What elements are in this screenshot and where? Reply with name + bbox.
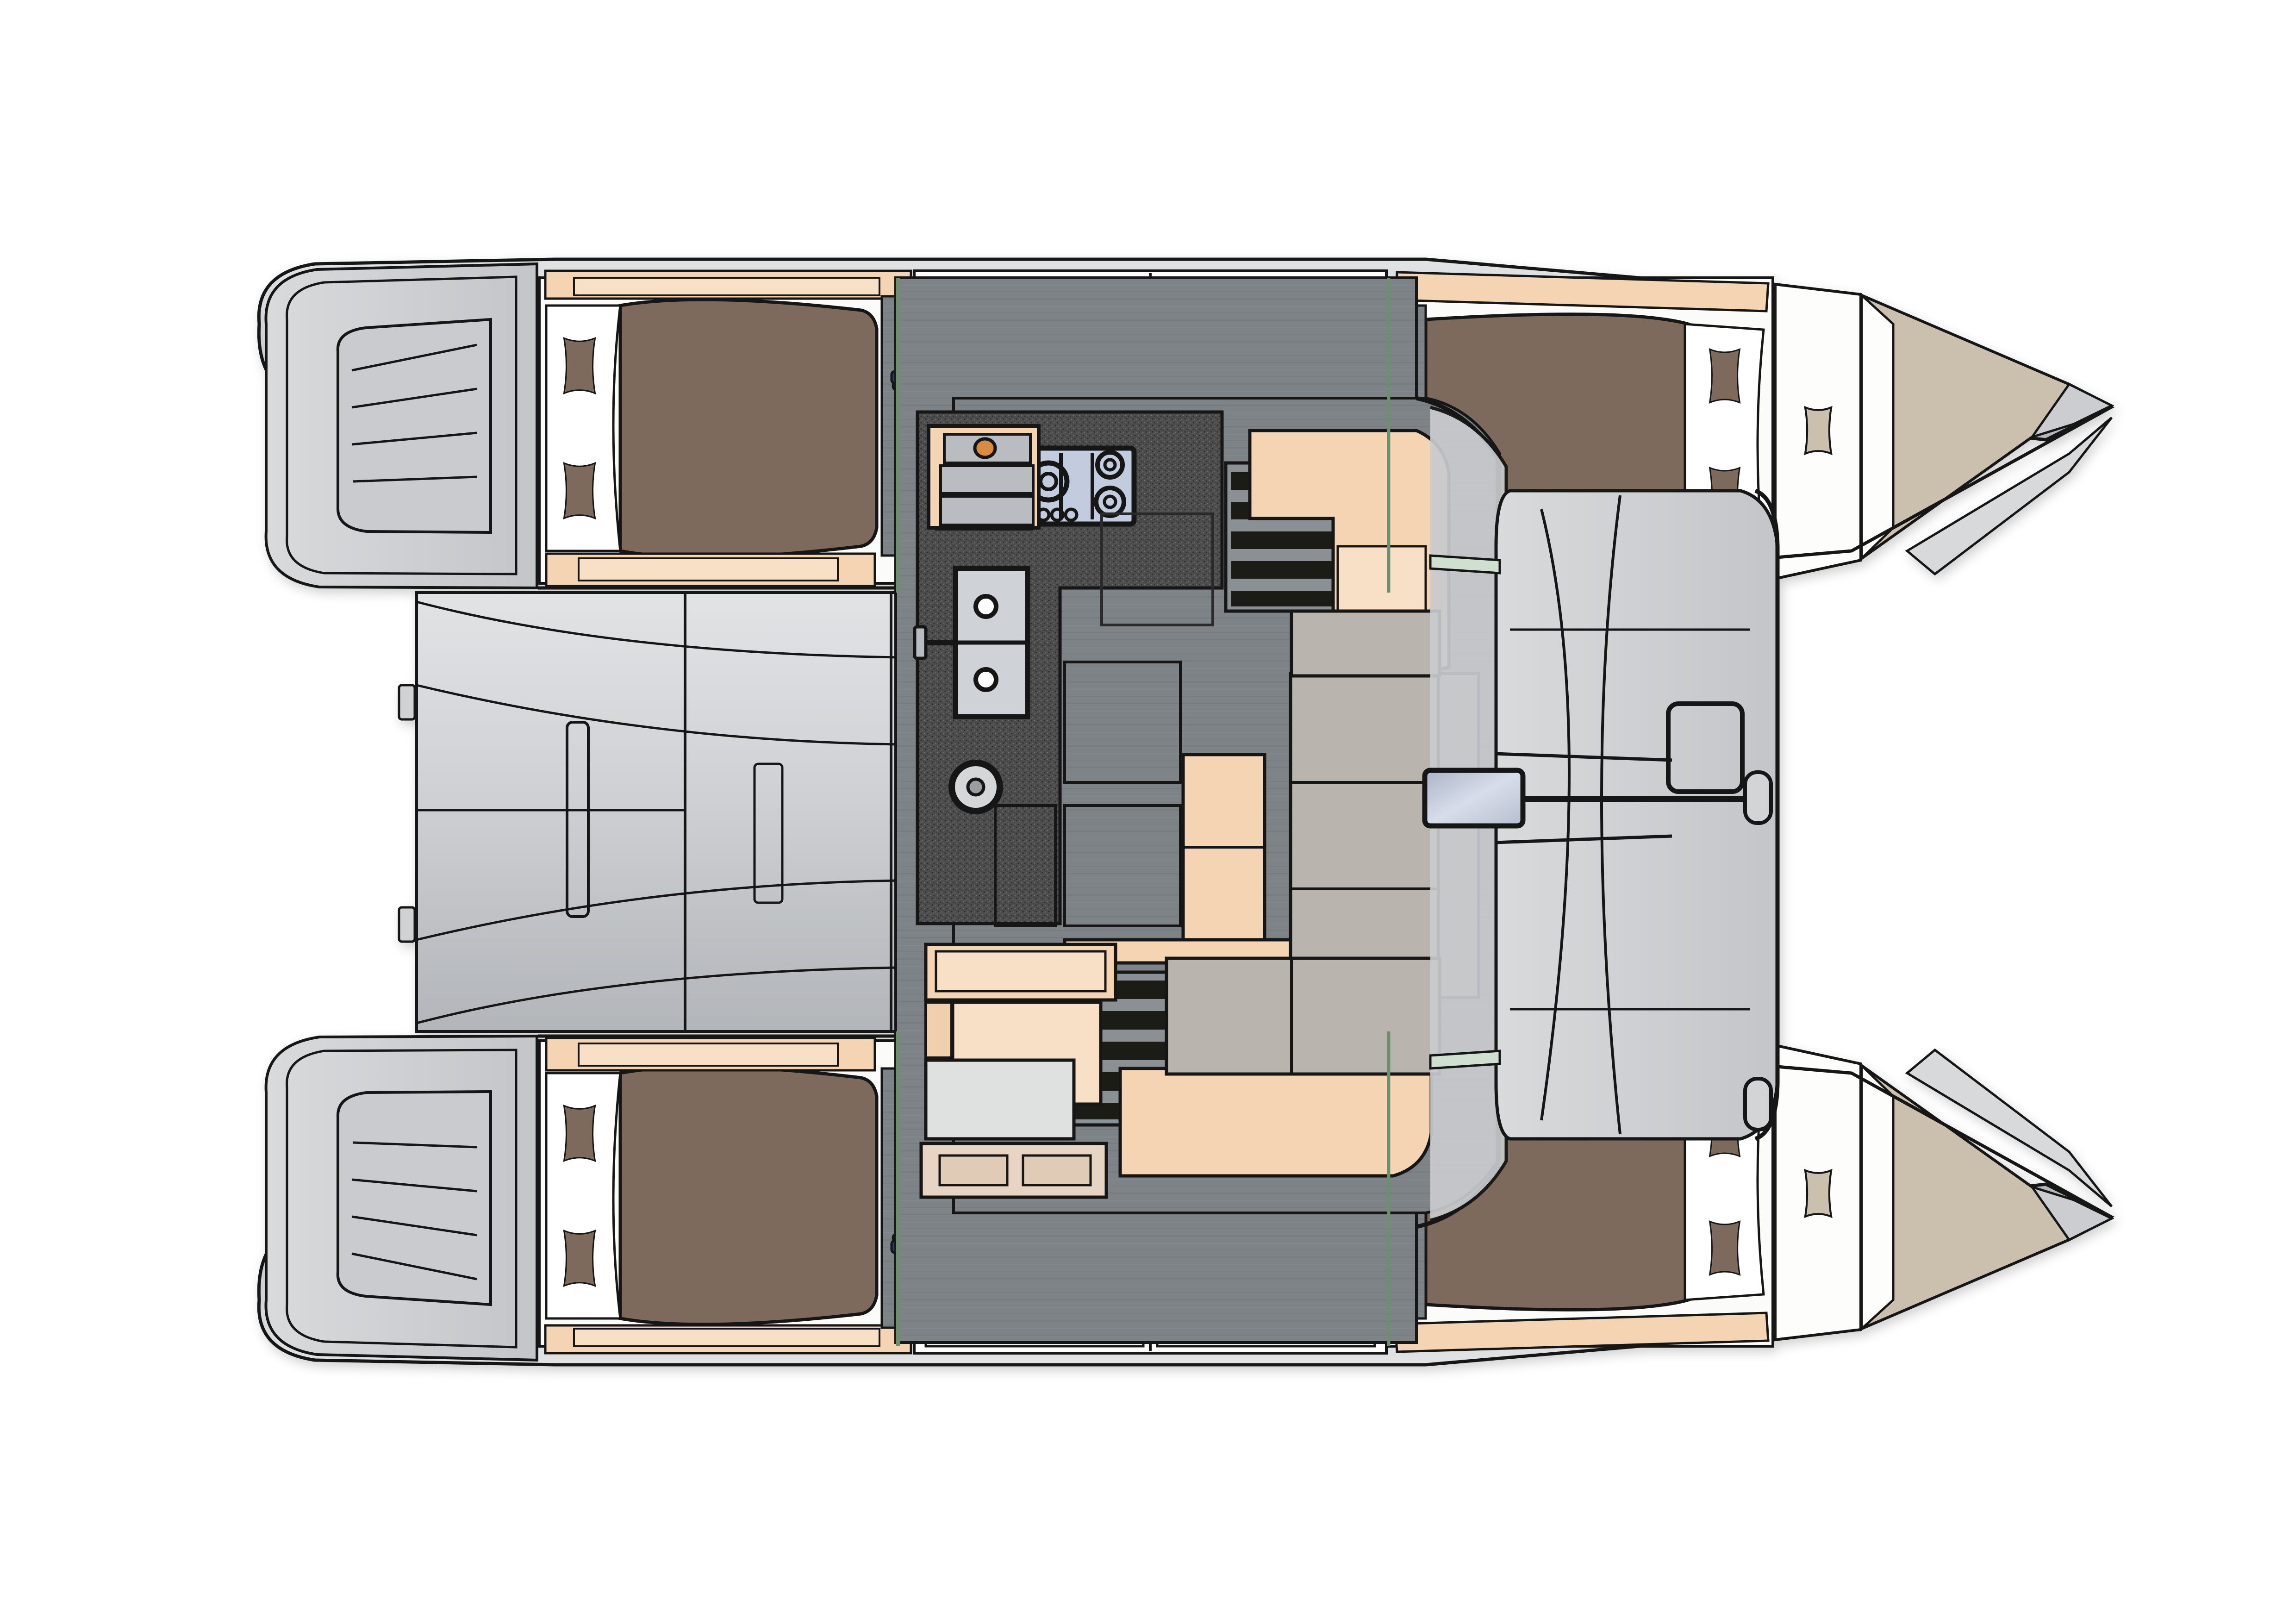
- galley-sink: [913, 566, 1030, 719]
- port-aft-berth-mattress: [618, 298, 879, 559]
- label-port-aft-head: Port aft head: [1018, 411, 1061, 418]
- pillow-icon: [1709, 348, 1740, 404]
- label-stbd-fwd-head: Starboard forward head: [1278, 1216, 1355, 1224]
- galley: [913, 410, 1224, 925]
- pillow-icon: [563, 337, 596, 394]
- label-port-fwd-head: Port forward head: [1278, 411, 1336, 418]
- label-nav-station: Nav station: [1009, 1031, 1046, 1039]
- sink-drain-icon: [973, 594, 998, 619]
- saloon-window-port: [1429, 554, 1501, 575]
- port-transom-steps: [336, 318, 492, 534]
- forepeak-cushion: [1804, 1168, 1833, 1218]
- burner-icon: [1095, 450, 1125, 480]
- sink-drain-icon: [973, 667, 998, 692]
- starboard-aft-berth-mattress: [618, 1065, 879, 1326]
- bridgedeck-curve-lines-bottom: [416, 879, 898, 1024]
- cockpit-winch-icon: [1743, 770, 1773, 825]
- port-bow-lower-rail: [1905, 417, 2113, 576]
- label-stbd-fwd-cabin: Starboard forward cabin: [1574, 1198, 1653, 1206]
- vessel-assembly: [257, 257, 2115, 1367]
- port-aft-cabin: [538, 269, 912, 587]
- cockpit-locker-hatch[interactable]: [1666, 701, 1745, 794]
- pillow-icon: [563, 462, 596, 519]
- port-bow-divider: [1860, 293, 1895, 561]
- starboard-transom-steps: [336, 1090, 492, 1306]
- port-bow-tip: [2029, 382, 2114, 439]
- label-transom-steps-stbd: Starboard transom steps: [407, 1179, 488, 1187]
- nav-seat: [924, 1001, 953, 1059]
- saloon-coachroof: [894, 276, 1508, 1344]
- starboard-step-treads: [351, 1141, 477, 1280]
- oven-door: [939, 464, 1035, 495]
- galley-appliance-module: [927, 424, 1041, 531]
- burner-knob-icon: [1050, 507, 1065, 522]
- settee-aft-seat: [1165, 956, 1441, 1076]
- label-fwd-trampoline: Forward trampoline / forepeak: [1944, 809, 2043, 817]
- label-transom-steps-port: Port transom steps: [407, 438, 469, 446]
- burner-icon: [1094, 486, 1126, 518]
- nav-locker: [924, 1058, 1076, 1141]
- settee-long-seat: [1289, 672, 1441, 999]
- label-stbd-aft-head: Starboard aft head: [1018, 1216, 1080, 1224]
- starboard-bow-lower-rail: [1905, 1048, 2113, 1207]
- bridgedeck-hatch: [566, 721, 590, 918]
- pillow-icon: [563, 1230, 596, 1287]
- starboard-bow-divider: [1860, 1063, 1895, 1331]
- cockpit: [1422, 488, 1780, 1141]
- bridgedeck-cleat: [398, 906, 416, 943]
- nav-station: [919, 943, 1117, 1199]
- starboard-aft-cabin: [538, 1037, 912, 1355]
- cockpit-winch-icon: [1743, 1077, 1773, 1131]
- port-forepeak: [1774, 282, 2114, 581]
- plan-title: Catamaran accommodation plan: [1148, 87, 1255, 94]
- port-aft-berth-pillows-panel: [545, 304, 622, 552]
- burner-knob-icon: [1064, 507, 1079, 522]
- settee-fwd-seat: [1290, 609, 1441, 678]
- coachroof-glazing: [896, 278, 1501, 1346]
- label-cockpit: Aft cockpit: [1629, 809, 1664, 817]
- label-saloon: Saloon: [1324, 818, 1347, 826]
- label-galley: Galley: [1000, 550, 1021, 557]
- label-port-fwd-cabin: Port forward cabin: [1574, 429, 1634, 437]
- saloon-window-starboard: [1429, 1049, 1501, 1070]
- oven-knob-icon: [973, 437, 997, 459]
- cockpit-coaming: [1754, 488, 1780, 1141]
- cockpit-sole: [1494, 489, 1779, 1141]
- saloon-table: [1181, 753, 1266, 942]
- saloon-sliding-door[interactable]: [1422, 752, 1757, 844]
- plan-notes: 4-cabin / 4-head owner version with cent…: [1148, 133, 1453, 141]
- pillow-icon: [1709, 1220, 1740, 1276]
- bridgedeck-hatch-2: [753, 762, 784, 904]
- sole-hatch-outlines: [994, 512, 1214, 927]
- saloon-aft-cabinetry-2: [1118, 1067, 1433, 1178]
- starboard-forepeak: [1774, 1043, 2114, 1342]
- bridgedeck-curve-lines-top: [416, 600, 898, 746]
- bridgedeck-cleat: [398, 684, 416, 721]
- forepeak-cushion: [1804, 406, 1833, 456]
- label-port-aft-cabin: Port aft cabin: [722, 429, 766, 437]
- starboard-aft-berth-pillows-panel: [545, 1072, 622, 1320]
- port-step-treads: [351, 344, 477, 483]
- fridge-door: [939, 495, 1035, 526]
- label-stbd-aft-cabin: Starboard aft cabin: [722, 1198, 785, 1206]
- pillow-icon: [563, 1105, 596, 1162]
- starboard-bow-tip: [2029, 1185, 2114, 1242]
